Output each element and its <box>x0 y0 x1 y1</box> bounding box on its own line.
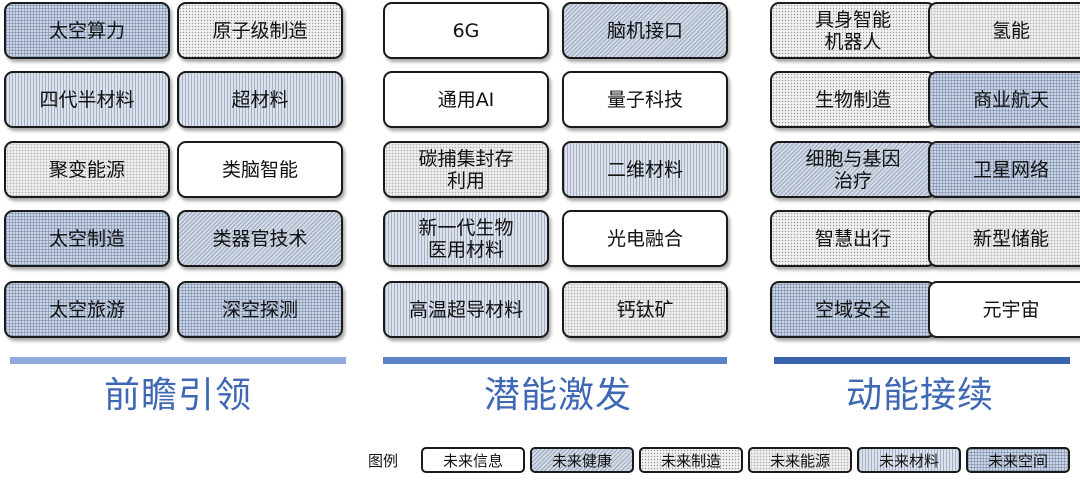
group-label: 前瞻引领 <box>103 375 252 416</box>
group-divider-bar <box>10 357 346 364</box>
tile-future-manufacturing: 具身智能 机器人 <box>770 2 936 59</box>
tile-future-space: 太空制造 <box>4 210 170 267</box>
tile-future-information: 6G <box>383 2 549 59</box>
legend-item-future-manufacturing: 未来制造 <box>639 447 743 473</box>
tile-future-materials: 超材料 <box>177 71 343 128</box>
tile-future-materials: 二维材料 <box>562 141 728 198</box>
legend-item-future-information: 未来信息 <box>421 447 525 473</box>
tile-future-energy: 新型储能 <box>928 210 1080 267</box>
group-label: 潜能激发 <box>483 375 632 416</box>
tile-future-energy: 钙钛矿 <box>562 281 728 338</box>
group-label: 动能接续 <box>845 375 994 416</box>
tile-future-information: 类脑智能 <box>177 141 343 198</box>
tile-future-materials: 高温超导材料 <box>383 281 549 338</box>
legend-item-future-health: 未来健康 <box>530 447 634 473</box>
legend-item-future-materials: 未来材料 <box>857 447 961 473</box>
tile-future-information: 量子科技 <box>562 71 728 128</box>
tile-future-manufacturing: 原子级制造 <box>177 2 343 59</box>
tile-future-energy: 聚变能源 <box>4 141 170 198</box>
tile-future-health: 细胞与基因 治疗 <box>770 141 936 198</box>
tile-future-materials: 四代半材料 <box>4 71 170 128</box>
tile-future-space: 商业航天 <box>928 71 1080 128</box>
tile-future-information: 光电融合 <box>562 210 728 267</box>
tile-future-information: 通用AI <box>383 71 549 128</box>
legend-item-future-energy: 未来能源 <box>748 447 852 473</box>
group-divider-bar <box>383 357 727 364</box>
tile-future-health: 脑机接口 <box>562 2 728 59</box>
tile-future-manufacturing: 智慧出行 <box>770 210 936 267</box>
tile-future-energy: 碳捕集封存 利用 <box>383 141 549 198</box>
tile-future-materials: 新一代生物 医用材料 <box>383 210 549 267</box>
tile-future-space: 太空算力 <box>4 2 170 59</box>
tile-future-space: 太空旅游 <box>4 281 170 338</box>
tile-future-information: 元宇宙 <box>928 281 1080 338</box>
legend-item-future-space: 未来空间 <box>966 447 1070 473</box>
group-divider-bar <box>774 357 1070 364</box>
tile-future-space: 卫星网络 <box>928 141 1080 198</box>
tile-future-space: 空域安全 <box>770 281 936 338</box>
tile-future-space: 深空探测 <box>177 281 343 338</box>
tile-future-energy: 氢能 <box>928 2 1080 59</box>
tile-future-manufacturing: 生物制造 <box>770 71 936 128</box>
tile-future-health: 类器官技术 <box>177 210 343 267</box>
legend-title: 图例 <box>368 452 399 470</box>
